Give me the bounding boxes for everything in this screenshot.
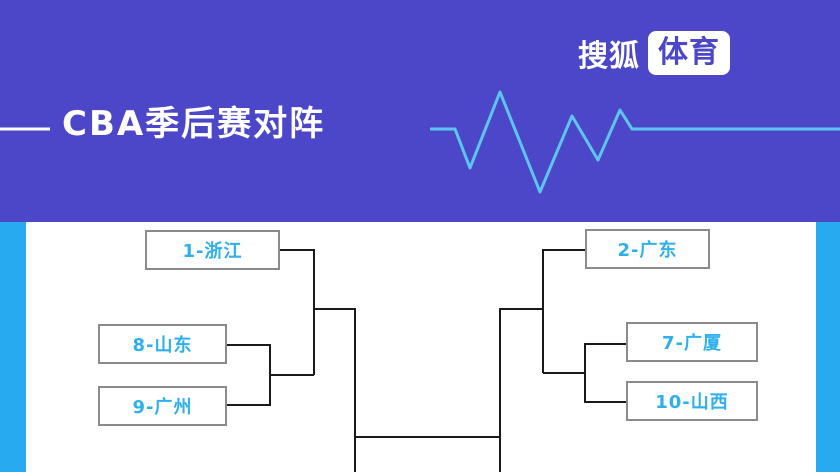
brand-tag: 体育	[648, 31, 730, 75]
team-box-guangzhou: 9-广州	[98, 386, 227, 426]
team-box-guangdong: 2-广东	[585, 229, 710, 269]
header-banner: CBA季后赛对阵 搜狐 体育	[0, 0, 840, 222]
sohu-sports-logo: 搜狐 体育	[578, 30, 730, 76]
bracket-line-left-qf	[227, 344, 271, 406]
right-side-bar	[816, 222, 840, 472]
heartbeat-line	[0, 90, 840, 194]
left-side-bar	[0, 222, 26, 472]
brand-name: 搜狐	[578, 39, 640, 74]
team-box-zhejiang: 1-浙江	[145, 230, 280, 270]
team-box-shanxi: 10-山西	[626, 381, 758, 421]
bracket-line-left-final	[314, 308, 356, 472]
page-title: CBA季后赛对阵	[62, 104, 326, 144]
bracket-line-right-qf	[584, 343, 626, 403]
bracket-line-left-sf	[280, 249, 315, 375]
bracket-line-right-sf	[542, 249, 585, 373]
team-box-guangsha: 7-广厦	[626, 322, 758, 362]
team-box-shandong: 8-山东	[98, 324, 227, 364]
bracket-line-right-final	[499, 308, 543, 472]
